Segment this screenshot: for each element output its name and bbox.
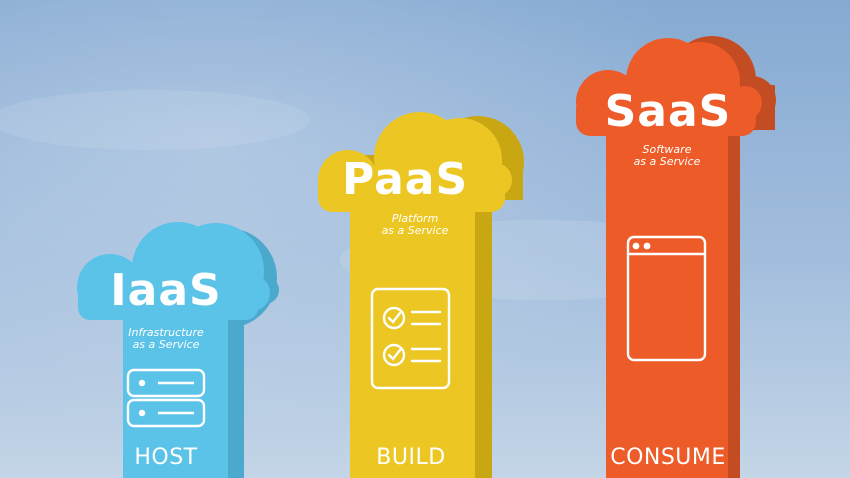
paas-action-label: BUILD [376,445,446,470]
saas-column [576,36,776,478]
paas-subtitle-line2: as a Service [381,224,449,237]
checklist-icon [370,287,451,390]
sky-cloud-wisp [0,90,310,150]
iaas-subtitle-line2: as a Service [132,338,200,351]
paas-title: PaaS [342,154,469,205]
saas-cloud-body [576,38,762,478]
paas-column [318,112,524,478]
iaas-subtitle-line1: Infrastructure [128,326,204,339]
saas-action-label: CONSUME [610,445,726,470]
server-icon [126,368,206,428]
saas-subtitle-line1: Software [642,143,692,156]
saas-subtitle-line2: as a Service [633,155,701,168]
iaas-column [77,222,279,478]
iaas-title: IaaS [110,265,222,316]
iaas-action-label: HOST [134,445,198,470]
browser-window-icon [626,235,707,362]
paas-subtitle-line1: Platform [391,212,439,225]
saas-title: SaaS [604,86,732,137]
